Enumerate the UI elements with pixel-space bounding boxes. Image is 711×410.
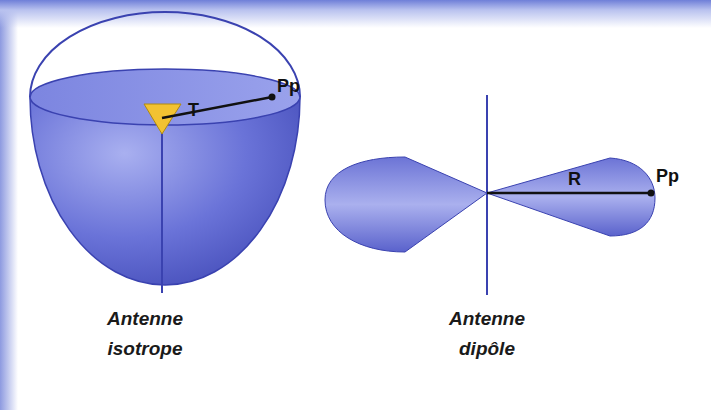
dome-outline (30, 12, 300, 97)
equator-disc (30, 69, 300, 125)
dipole-lobe (487, 158, 655, 236)
point-label: Pp (277, 77, 300, 95)
point-marker (269, 94, 276, 101)
radius-line (162, 97, 272, 118)
dipole-element (486, 95, 488, 295)
caption-label: Antenne isotrope (80, 304, 210, 364)
radius-label: T (188, 101, 199, 119)
antenna-mast (161, 125, 163, 293)
dipole-lobe (325, 157, 487, 252)
point-label: Pp (656, 167, 679, 185)
radius-line (487, 192, 651, 195)
radius-label: R (568, 170, 581, 188)
caption-label: Antenne dipôle (422, 304, 552, 364)
radiation-bowl (30, 97, 300, 285)
point-marker (648, 190, 655, 197)
